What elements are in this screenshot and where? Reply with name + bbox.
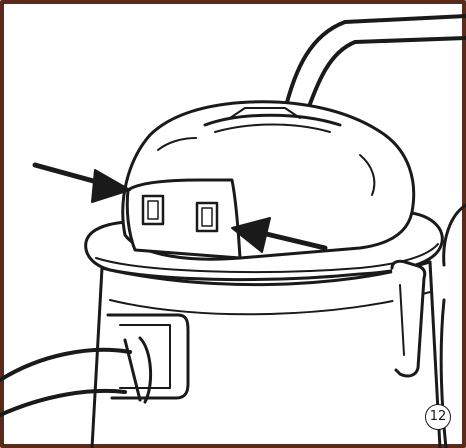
- power-switch-right: [197, 203, 217, 231]
- power-switch-left: [143, 196, 163, 224]
- arrow-icon-left: [35, 165, 130, 202]
- lid-latch: [392, 261, 425, 376]
- carry-handle: [285, 16, 466, 118]
- step-number-badge: 12: [425, 404, 451, 430]
